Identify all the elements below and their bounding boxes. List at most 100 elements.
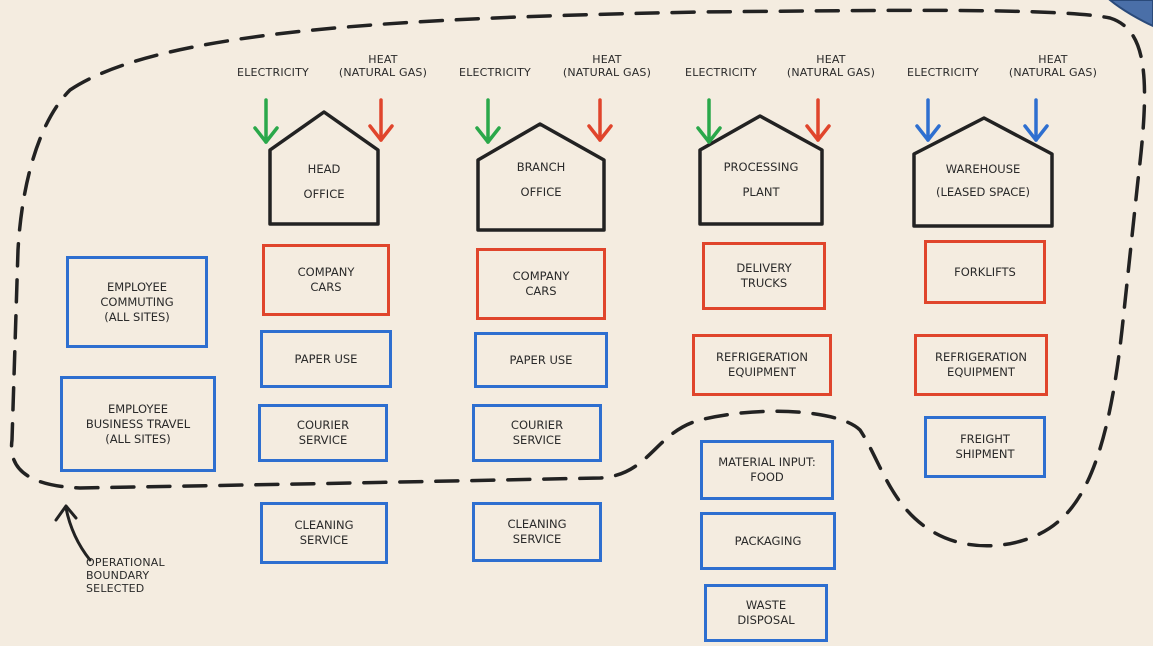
site-name-branch-office: BRANCH OFFICE [482,160,600,200]
site-name-head-office: HEAD OFFICE [272,162,376,202]
box-line: COMMUTING [100,294,174,309]
box-line: PAPER USE [294,351,358,366]
box-line: EMPLOYEE [106,279,168,294]
box-line: DISPOSAL [737,613,795,627]
site-name-line1: HEAD [307,162,341,176]
site-name-line1: PROCESSING [723,160,799,174]
box-line: COMPANY [297,265,355,279]
box-line: CARS [310,280,342,294]
box-line: EQUIPMENT [728,365,796,379]
heat-arrow-icon [1023,98,1049,142]
box-line: SERVICE [298,433,348,447]
heat-label-line2: (NATURAL GAS) [562,66,652,79]
pointer-arrow-icon [54,504,92,562]
box-line: FOOD [750,470,784,484]
house-warehouse-icon [912,116,1054,228]
box-line: DELIVERY [736,261,792,275]
heat-arrow-icon [587,98,613,142]
employee-commuting-box: EMPLOYEE COMMUTING (ALL SITES) [66,256,208,348]
heat-arrow-icon [805,98,831,142]
box-line: MATERIAL INPUT: [718,455,816,469]
heat-label: HEAT (NATURAL GAS) [548,53,666,79]
electricity-arrow-icon [253,98,279,144]
box-line: BUSINESS TRAVEL [85,416,191,431]
site-name-warehouse: WAREHOUSE (LEASED SPACE) [914,162,1052,200]
electricity-label: ELECTRICITY [907,66,979,79]
electricity-arrow-icon [475,98,501,144]
box-line: COURIER [296,418,350,432]
forklifts-box: FORKLIFTS [924,240,1046,304]
site-name-line1: WAREHOUSE [945,162,1021,176]
electricity-label: ELECTRICITY [237,66,309,79]
box-line: TRUCKS [740,276,788,290]
heat-label: HEAT (NATURAL GAS) [324,53,442,79]
packaging-box: PACKAGING [700,512,836,570]
site-name-line1: BRANCH [516,160,566,174]
box-line: FREIGHT [960,432,1010,446]
electricity-arrow-icon [696,98,722,144]
note-line: SELECTED [86,582,145,595]
box-line: CLEANING [507,517,567,531]
electricity-arrow-icon [915,98,941,142]
box-line: SHIPMENT [955,447,1015,461]
box-line: CARS [525,284,557,298]
electricity-label: ELECTRICITY [459,66,531,79]
box-line: PAPER USE [509,352,573,367]
operational-boundary-note: OPERATIONAL BOUNDARY SELECTED [86,556,196,595]
heat-label: HEAT (NATURAL GAS) [994,53,1112,79]
paper-use-box: PAPER USE [260,330,392,388]
employee-business-travel-box: EMPLOYEE BUSINESS TRAVEL (ALL SITES) [60,376,216,472]
box-line: REFRIGERATION [716,350,808,364]
paper-use-box: PAPER USE [474,332,608,388]
box-line: SERVICE [512,532,562,546]
heat-label-line1: HEAT [1038,53,1068,66]
note-line: OPERATIONAL [86,556,165,569]
box-line: EMPLOYEE [107,401,169,416]
box-line: CLEANING [294,518,354,532]
note-line: BOUNDARY [86,569,150,582]
box-line: FORKLIFTS [954,264,1016,279]
house-branch-office-icon [476,122,606,232]
heat-label-line1: HEAT [368,53,398,66]
heat-label-line2: (NATURAL GAS) [786,66,876,79]
box-line: COMPANY [512,269,570,283]
heat-label-line1: HEAT [816,53,846,66]
box-line: (ALL SITES) [104,309,170,324]
site-name-line2: (LEASED SPACE) [935,185,1031,199]
electricity-label: ELECTRICITY [685,66,757,79]
house-head-office-icon [268,110,380,226]
box-line: SERVICE [512,433,562,447]
material-input-food-box: MATERIAL INPUT:FOOD [700,440,834,500]
site-name-line2: OFFICE [303,187,345,201]
box-line: COURIER [510,418,564,432]
box-line: SERVICE [299,533,349,547]
operational-boundary-line [9,8,1147,548]
site-name-line2: PLANT [742,185,780,199]
site-name-line2: OFFICE [520,185,562,199]
heat-label-line1: HEAT [592,53,622,66]
corner-decoration [1108,0,1153,28]
house-processing-plant-icon [698,114,824,226]
site-name-processing-plant: PROCESSING PLANT [702,160,820,200]
heat-label-line2: (NATURAL GAS) [338,66,428,79]
box-line: (ALL SITES) [105,431,171,446]
box-line: PACKAGING [734,533,802,548]
box-line: EQUIPMENT [947,365,1015,379]
heat-label: HEAT (NATURAL GAS) [772,53,890,79]
heat-label-line2: (NATURAL GAS) [1008,66,1098,79]
heat-arrow-icon [368,98,394,142]
box-line: WASTE [745,598,787,612]
box-line: REFRIGERATION [935,350,1027,364]
